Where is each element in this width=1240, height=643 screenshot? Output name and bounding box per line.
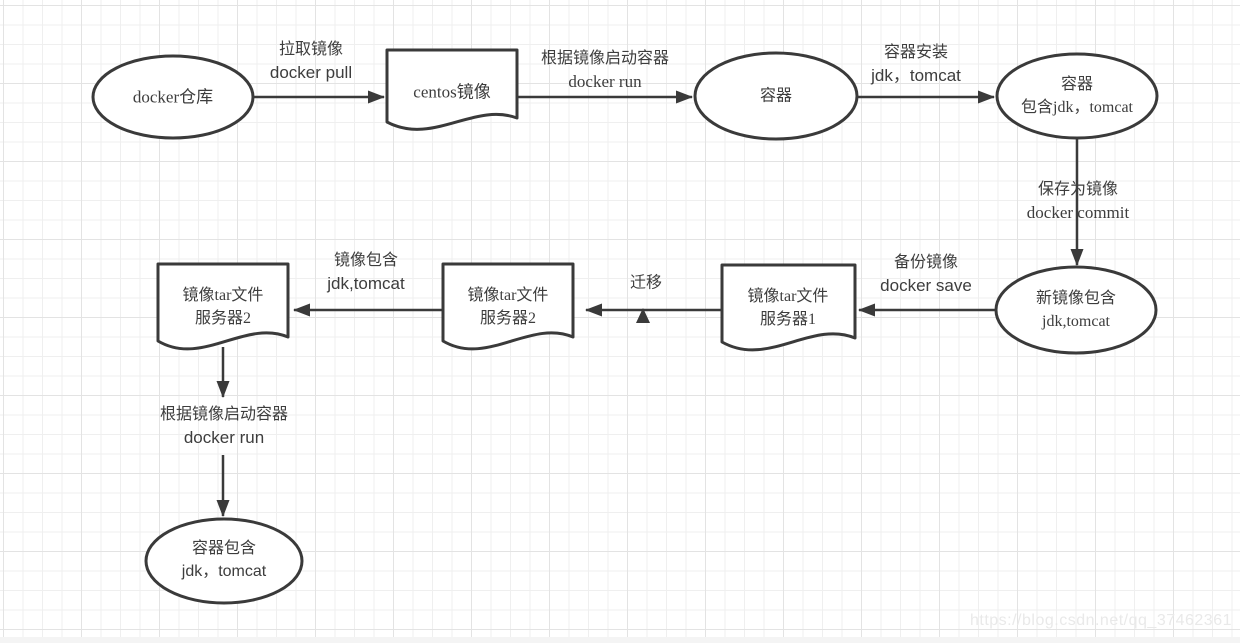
edge-save-line1: 备份镜像 [893,254,959,271]
node-centos-image-text: centos镜像 [413,82,491,102]
node-new-image-shape [994,265,1158,355]
node-tar-server2-left-label: 镜像tar文件 服务器2 [183,284,264,330]
node-final-container-shape [144,517,304,605]
node-tar-server2-mid-label: 镜像tar文件 服务器2 [468,284,549,330]
edge-install-label: 容器安装 jdk，tomcat [871,41,961,87]
edge-pull-line2: docker pull [269,63,353,82]
node-container-label: 容器 [760,85,792,108]
node-tar-server2-left-line2: 服务器2 [194,310,252,327]
node-final-container-label: 容器包含 jdk，tomcat [182,537,266,583]
node-container-shape [693,51,859,141]
edge-run-bottom-line2: docker run [183,428,265,447]
node-final-container-line2: jdk，tomcat [181,563,267,580]
edge-run-top-label: 根据镜像启动容器 docker run [541,47,669,93]
node-final-container-line1: 容器包含 [191,540,257,557]
node-tar-server2-mid-line2: 服务器2 [479,310,537,327]
node-new-image-line2: jdk,tomcat [1042,313,1110,330]
node-new-image-line1: 新镜像包含 [1035,290,1117,307]
node-docker-repo-text: docker仓库 [132,87,214,107]
node-container-jdk-label: 容器 包含jdk，tomcat [1021,73,1133,119]
edge-commit-line2: docker commit [1026,203,1130,222]
node-docker-repo-label: docker仓库 [133,86,213,109]
node-tar-server1-line2: 服务器1 [759,311,817,328]
edge-contains-line1: 镜像包含 [333,252,399,269]
bottom-strip [0,637,1240,643]
node-container-jdk-shape [995,52,1159,140]
edge-contains-label: 镜像包含 jdk,tomcat [327,249,404,295]
node-container-jdk-line2: 包含jdk，tomcat [1021,99,1133,116]
node-tar-server1-label: 镜像tar文件 服务器1 [748,285,829,331]
node-tar-server2-left-shape [156,262,290,351]
node-tar-server1-shape [720,263,857,352]
edge-migrate-label: 迁移 [630,272,662,295]
edge-commit-line1: 保存为镜像 [1037,181,1119,198]
edge-save-line2: docker save [880,276,972,295]
node-new-image-label: 新镜像包含 jdk,tomcat [1036,287,1116,333]
node-centos-image-shape [385,48,519,131]
edge-migrate-mid-marker [636,308,650,323]
edge-run-top-line1: 根据镜像启动容器 [540,50,670,67]
node-tar-server1-line1: 镜像tar文件 [747,288,829,305]
edge-commit-label: 保存为镜像 docker commit [1027,178,1129,224]
node-tar-server2-left-line1: 镜像tar文件 [182,287,264,304]
edge-run-bottom-line1: 根据镜像启动容器 [159,406,289,423]
node-tar-server2-mid-line1: 镜像tar文件 [467,287,549,304]
csdn-watermark: https://blog.csdn.net/qq_37462361 [969,612,1232,629]
node-container-text: 容器 [759,87,793,105]
edge-pull-line1: 拉取镜像 [278,41,343,58]
node-container-jdk-line1: 容器 [1060,76,1093,93]
node-centos-image-label: centos镜像 [413,81,490,104]
edge-run-top-line2: docker run [568,72,642,91]
edge-contains-line2: jdk,tomcat [327,274,405,293]
edge-run-bottom-label: 根据镜像启动容器 docker run [160,403,288,449]
edge-save-label: 备份镜像 docker save [880,251,972,297]
edge-install-line1: 容器安装 [883,44,948,61]
node-tar-server2-mid-shape [441,262,575,351]
edge-migrate-line1: 迁移 [629,274,663,292]
edge-pull-label: 拉取镜像 docker pull [270,38,352,84]
edge-install-line2: jdk，tomcat [871,66,961,85]
